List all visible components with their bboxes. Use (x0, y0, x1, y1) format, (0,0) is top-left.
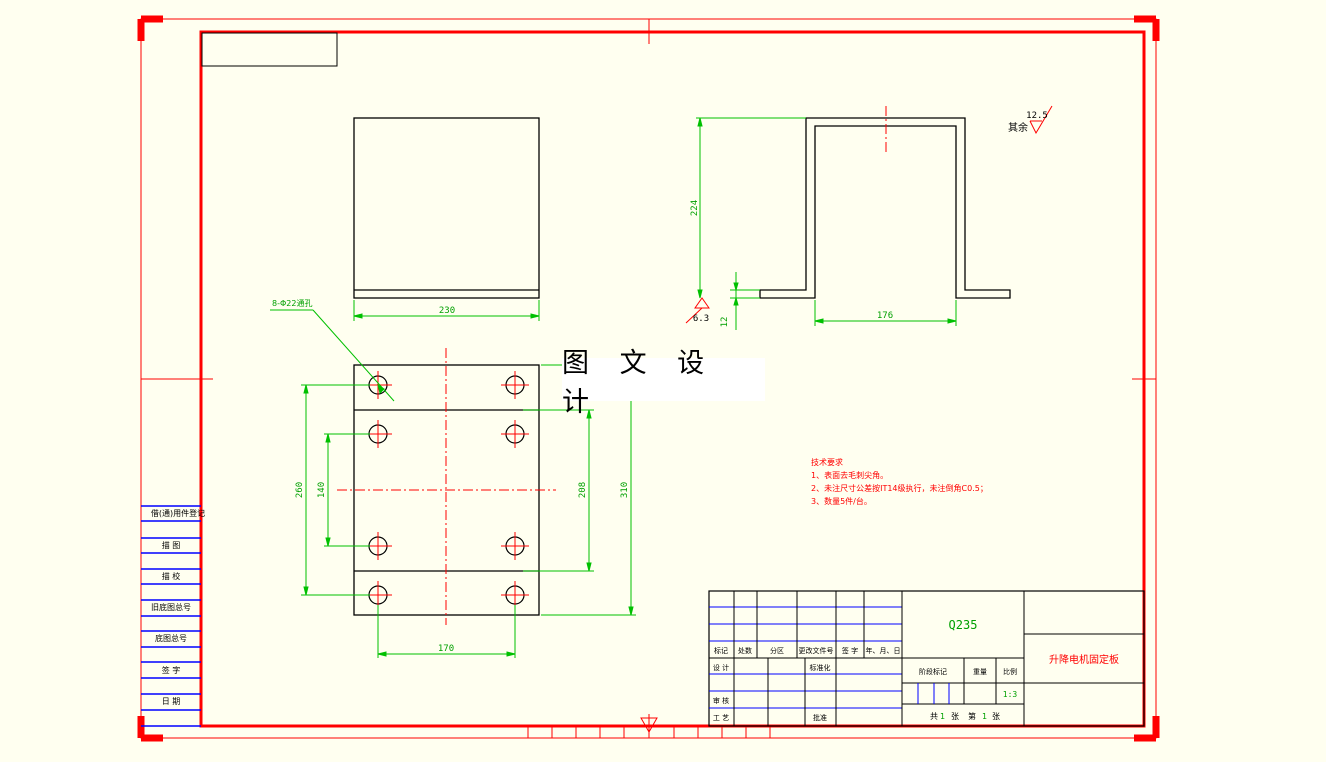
dim-plan-170: 170 (438, 644, 454, 654)
tb-approve: 批准 (813, 713, 827, 722)
roughness-value: 12.5 (1026, 111, 1048, 121)
strip-label-trace-check: 描 校 (162, 571, 181, 581)
hole-callout: 8-Φ22通孔 (272, 298, 312, 308)
tb-material: Q235 (949, 618, 978, 632)
tb-review: 审 核 (713, 696, 729, 705)
roughness-note: 12.5 其余 (1008, 105, 1053, 135)
strip-label-borrowed: 借(通)用件登记 (151, 508, 205, 518)
tb-scale-value: 1:3 (1003, 690, 1018, 699)
watermark-banner: 图 文 设 计 (562, 348, 765, 418)
tb-stage-mark: 阶段标记 (919, 667, 947, 676)
tb-design: 设 计 (713, 663, 729, 672)
tb-standardize: 标准化 (810, 663, 831, 672)
dim-side-base: 12 (720, 317, 730, 328)
tb-total-value: 1 (940, 712, 945, 721)
strip-label-master: 底图总号 (155, 633, 187, 643)
tb-part-name: 升降电机固定板 (1049, 653, 1119, 666)
tb-sheet-label: 第 (968, 711, 976, 721)
surface-finish-value: 6.3 (693, 314, 709, 324)
strip-label-tracing: 描 图 (162, 540, 181, 550)
tech-req-title: 技术要求 (811, 457, 843, 467)
reference-code-box (201, 32, 338, 67)
sheet-frame (137, 15, 1160, 742)
tech-requirements: 技术要求 1、表面去毛刺尖角。 2、未注尺寸公差按IT14级执行，未注倒角C0.… (811, 457, 988, 506)
tb-weight: 重量 (973, 668, 987, 676)
tech-req-item-3: 3、数量5件/台。 (811, 496, 872, 506)
dim-plan-208: 208 (578, 482, 588, 498)
tb-total-unit: 张 (951, 712, 959, 721)
tb-header-count: 处数 (738, 646, 752, 655)
tb-sheet-unit: 张 (992, 712, 1000, 721)
roughness-label: 其余 (1008, 121, 1028, 134)
title-block: 标记 处数 分区 更改文件号 签 字 年、月、日 设 计 标准化 审 核 工 艺… (708, 590, 1145, 727)
tb-scale-label: 比例 (1003, 667, 1017, 676)
tb-sheet-value: 1 (982, 712, 987, 721)
tb-total-label: 共 (930, 712, 938, 721)
top-view: 230 (353, 117, 540, 321)
left-revision-strip: 借(通)用件登记 描 图 描 校 旧底图总号 底图总号 签 字 日 期 (140, 505, 205, 727)
tech-req-item-1: 1、表面去毛刺尖角。 (811, 470, 888, 480)
tech-req-item-2: 2、未注尺寸公差按IT14级执行，未注倒角C0.5； (811, 483, 988, 493)
side-view: 224 12 176 6.3 (685, 106, 1011, 330)
tb-process: 工 艺 (713, 714, 729, 722)
dim-side-height: 224 (690, 200, 700, 216)
dim-top-width: 230 (439, 306, 455, 316)
tb-header-change-doc: 更改文件号 (799, 646, 834, 655)
strip-label-signature: 签 字 (162, 665, 181, 675)
dim-plan-260: 260 (295, 482, 305, 498)
strip-label-old-master: 旧底图总号 (151, 602, 191, 612)
strip-label-date: 日 期 (162, 697, 181, 706)
dim-side-inner: 176 (877, 311, 893, 321)
dim-plan-140: 140 (317, 482, 327, 498)
tb-header-mark: 标记 (714, 646, 728, 655)
tb-header-signature: 签 字 (842, 646, 858, 655)
dim-plan-310: 310 (620, 482, 630, 498)
tb-header-zone: 分区 (770, 646, 784, 655)
tb-header-date: 年、月、日 (866, 646, 901, 655)
